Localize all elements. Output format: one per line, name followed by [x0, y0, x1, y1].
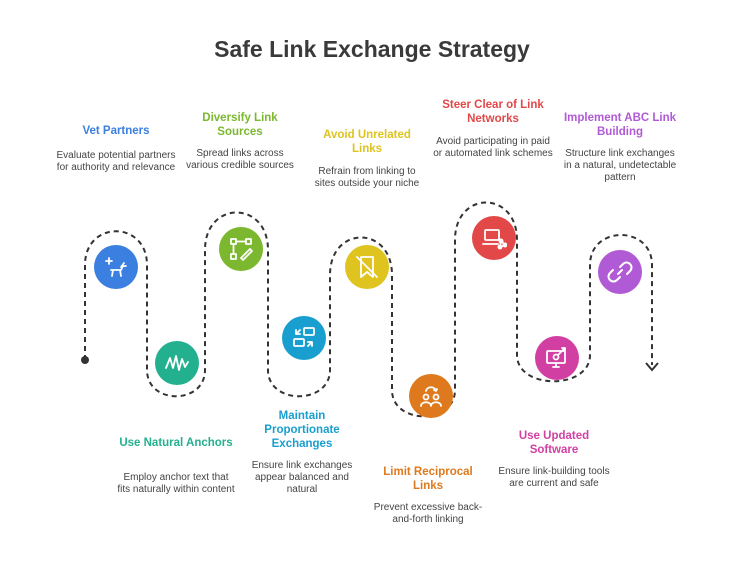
dog-sparkle-icon	[105, 257, 127, 277]
computer-exchange-icon	[293, 327, 315, 347]
step-title-natural-anchors: Use Natural Anchors	[119, 437, 233, 449]
step-circle-abc-link-building	[598, 250, 642, 294]
laptop-network-icon	[482, 229, 507, 250]
step-desc-natural-anchors: Employ anchor text that fits naturally w…	[117, 472, 235, 495]
step-circle-diversify-sources	[219, 227, 263, 271]
step-desc-abc-link-building: Structure link exchanges in a natural, u…	[563, 148, 677, 183]
step-title-steer-clear: Steer Clear of Link Networks	[442, 99, 544, 125]
monitor-settings-icon	[546, 347, 566, 368]
step-circle-limit-reciprocal	[409, 374, 453, 418]
step-desc-diversify-sources: Spread links across various credible sou…	[186, 148, 294, 171]
step-circle-avoid-unrelated	[345, 245, 389, 289]
step-circle-proportionate-exchanges	[282, 316, 326, 360]
step-title-avoid-unrelated: Avoid Unrelated Links	[323, 129, 411, 155]
chain-link-icon	[607, 261, 633, 283]
step-desc-updated-software: Ensure link-building tools are current a…	[498, 466, 610, 489]
step-title-abc-link-building: Implement ABC Link Building	[563, 112, 677, 138]
reciprocal-users-icon	[420, 386, 442, 407]
no-bookmark-icon	[356, 256, 378, 278]
step-desc-limit-reciprocal: Prevent excessive back-and-forth linking	[373, 502, 483, 525]
step-title-vet-partners: Vet Partners	[82, 125, 150, 137]
vector-pen-icon	[230, 238, 253, 261]
step-desc-vet-partners: Evaluate potential partners for authorit…	[56, 150, 176, 173]
step-desc-proportionate-exchanges: Ensure link exchanges appear balanced an…	[251, 460, 353, 495]
path-end-arrow	[645, 362, 659, 372]
step-title-proportionate-exchanges: Maintain Proportionate Exchanges	[264, 410, 340, 450]
step-circle-vet-partners	[94, 245, 138, 289]
step-circle-updated-software	[535, 336, 579, 380]
step-desc-steer-clear: Avoid participating in paid or automated…	[433, 136, 553, 159]
step-title-limit-reciprocal: Limit Reciprocal Links	[383, 466, 473, 492]
step-circle-steer-clear	[472, 216, 516, 260]
step-desc-avoid-unrelated: Refrain from linking to sites outside yo…	[314, 166, 420, 189]
page-title: Safe Link Exchange Strategy	[214, 36, 530, 62]
step-title-updated-software: Use Updated Software	[518, 430, 590, 456]
waveform-icon	[165, 355, 189, 371]
dashed-path-line	[84, 201, 653, 418]
step-circle-natural-anchors	[155, 341, 199, 385]
path-start-dot	[81, 356, 89, 364]
step-title-diversify-sources: Diversify Link Sources	[202, 112, 278, 138]
